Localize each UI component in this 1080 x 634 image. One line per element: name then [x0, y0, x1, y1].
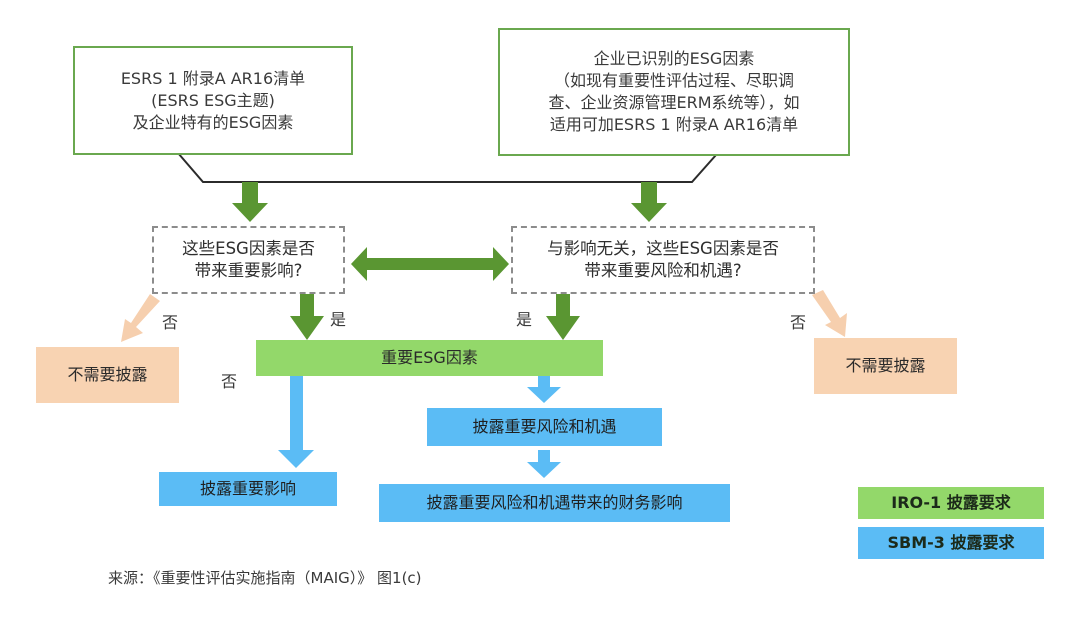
source-box-esrs-list-line: ESRS 1 附录A AR16清单	[120, 68, 306, 88]
arrow-down-to-question-left	[232, 182, 268, 222]
source-box-identified-factors-line: 企业已识别的ESG因素	[593, 49, 755, 68]
bidirectional-arrow	[351, 247, 509, 281]
question-risks-opportunities-line: 与影响无关，这些ESG因素是否	[547, 239, 779, 258]
material-esg-factors-box: 重要ESG因素	[256, 340, 603, 376]
source-box-esrs-list: ESRS 1 附录A AR16清单 (ESRS ESG主题) 及企业特有的ESG…	[73, 46, 353, 155]
disclose-risks-box: 披露重要风险和机遇	[427, 408, 662, 446]
branch-label-right-yes: 是	[516, 310, 533, 329]
legend-iro-1-label: IRO-1 披露要求	[891, 493, 1011, 512]
legend-item-iro-1: IRO-1 披露要求	[858, 487, 1044, 519]
question-material-impact-line: 带来重要影响?	[194, 261, 303, 280]
merge-connector-line	[177, 152, 717, 183]
source-box-identified-factors-line: （如现有重要性评估过程、尽职调	[553, 71, 794, 90]
branch-label-middle-no: 否	[221, 372, 238, 391]
question-box-risks-opportunities: 与影响无关，这些ESG因素是否 带来重要风险和机遇?	[511, 226, 815, 294]
source-caption: 来源：《重要性评估实施指南（MAIG）》 图1(c)	[108, 569, 422, 587]
disclose-risks-label: 披露重要风险和机遇	[472, 417, 617, 436]
legend-sbm-3-label: SBM-3 披露要求	[887, 533, 1015, 552]
legend-item-sbm-3: SBM-3 披露要求	[858, 527, 1044, 559]
arrow-yes-right	[546, 294, 580, 340]
arrow-no-left	[121, 294, 160, 342]
question-risks-opportunities-line: 带来重要风险和机遇?	[584, 261, 742, 280]
arrow-down-to-question-right	[631, 182, 667, 222]
no-disclosure-box-right: 不需要披露	[814, 338, 957, 394]
disclose-impacts-label: 披露重要影响	[199, 479, 296, 498]
arrow-down-to-risks	[527, 375, 561, 403]
source-box-esrs-list-line: 及企业特有的ESG因素	[132, 112, 294, 132]
material-esg-factors-label: 重要ESG因素	[381, 348, 478, 367]
no-disclosure-left-label: 不需要披露	[67, 365, 148, 384]
source-box-identified-factors-line: 查、企业资源管理ERM系统等），如	[548, 93, 800, 112]
disclose-impacts-box: 披露重要影响	[159, 472, 337, 506]
question-material-impact-line: 这些ESG因素是否	[182, 239, 315, 258]
branch-label-left-no: 否	[162, 313, 179, 332]
disclose-financial-effects-box: 披露重要风险和机遇带来的财务影响	[379, 484, 730, 522]
arrow-down-to-financial	[527, 450, 561, 478]
disclose-financial-effects-label: 披露重要风险和机遇带来的财务影响	[426, 493, 683, 512]
source-box-identified-factors-line: 适用可加ESRS 1 附录A AR16清单	[549, 115, 799, 134]
branch-label-left-yes: 是	[330, 310, 347, 329]
question-box-material-impact: 这些ESG因素是否 带来重要影响?	[152, 226, 345, 294]
source-box-esrs-list-line: (ESRS ESG主题)	[151, 90, 275, 110]
branch-label-right-no: 否	[790, 313, 807, 332]
no-disclosure-right-label: 不需要披露	[845, 356, 926, 375]
arrow-no-right	[812, 290, 847, 337]
source-box-identified-factors: 企业已识别的ESG因素 （如现有重要性评估过程、尽职调 查、企业资源管理ERM系…	[498, 28, 850, 156]
arrow-yes-left	[290, 294, 324, 340]
no-disclosure-box-left: 不需要披露	[36, 347, 179, 403]
arrow-down-to-impacts	[278, 375, 314, 468]
